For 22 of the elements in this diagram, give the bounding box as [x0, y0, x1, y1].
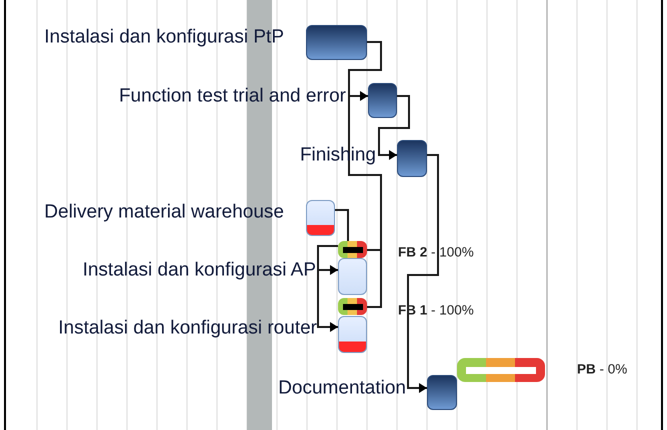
task-bar	[338, 316, 367, 353]
progress-label: PB - 0%	[577, 362, 628, 376]
task-bar	[338, 258, 367, 295]
task-bar	[306, 25, 367, 60]
progress-bar	[457, 358, 545, 382]
task-bar	[306, 200, 335, 236]
arrow	[407, 154, 439, 393]
task-label: Delivery material warehouse	[44, 202, 284, 222]
task-label: Instalasi dan konfigurasi PtP	[44, 28, 284, 46]
connector-line	[335, 209, 349, 241]
task-bar	[427, 375, 457, 410]
connector-line	[348, 41, 382, 308]
task-label: Instalasi dan konfigurasi router	[58, 318, 317, 338]
task-bar	[368, 83, 397, 118]
arrow	[378, 95, 410, 160]
task-label: Instalasi dan konfigurasi AP	[82, 260, 316, 280]
progress-bar	[338, 241, 367, 258]
task-bar	[397, 140, 427, 177]
task-label: Documentation	[278, 378, 406, 398]
progress-bar	[338, 298, 367, 315]
progress-label: FB 2 - 100%	[398, 245, 474, 259]
task-label: Function test trial and error	[118, 86, 346, 106]
